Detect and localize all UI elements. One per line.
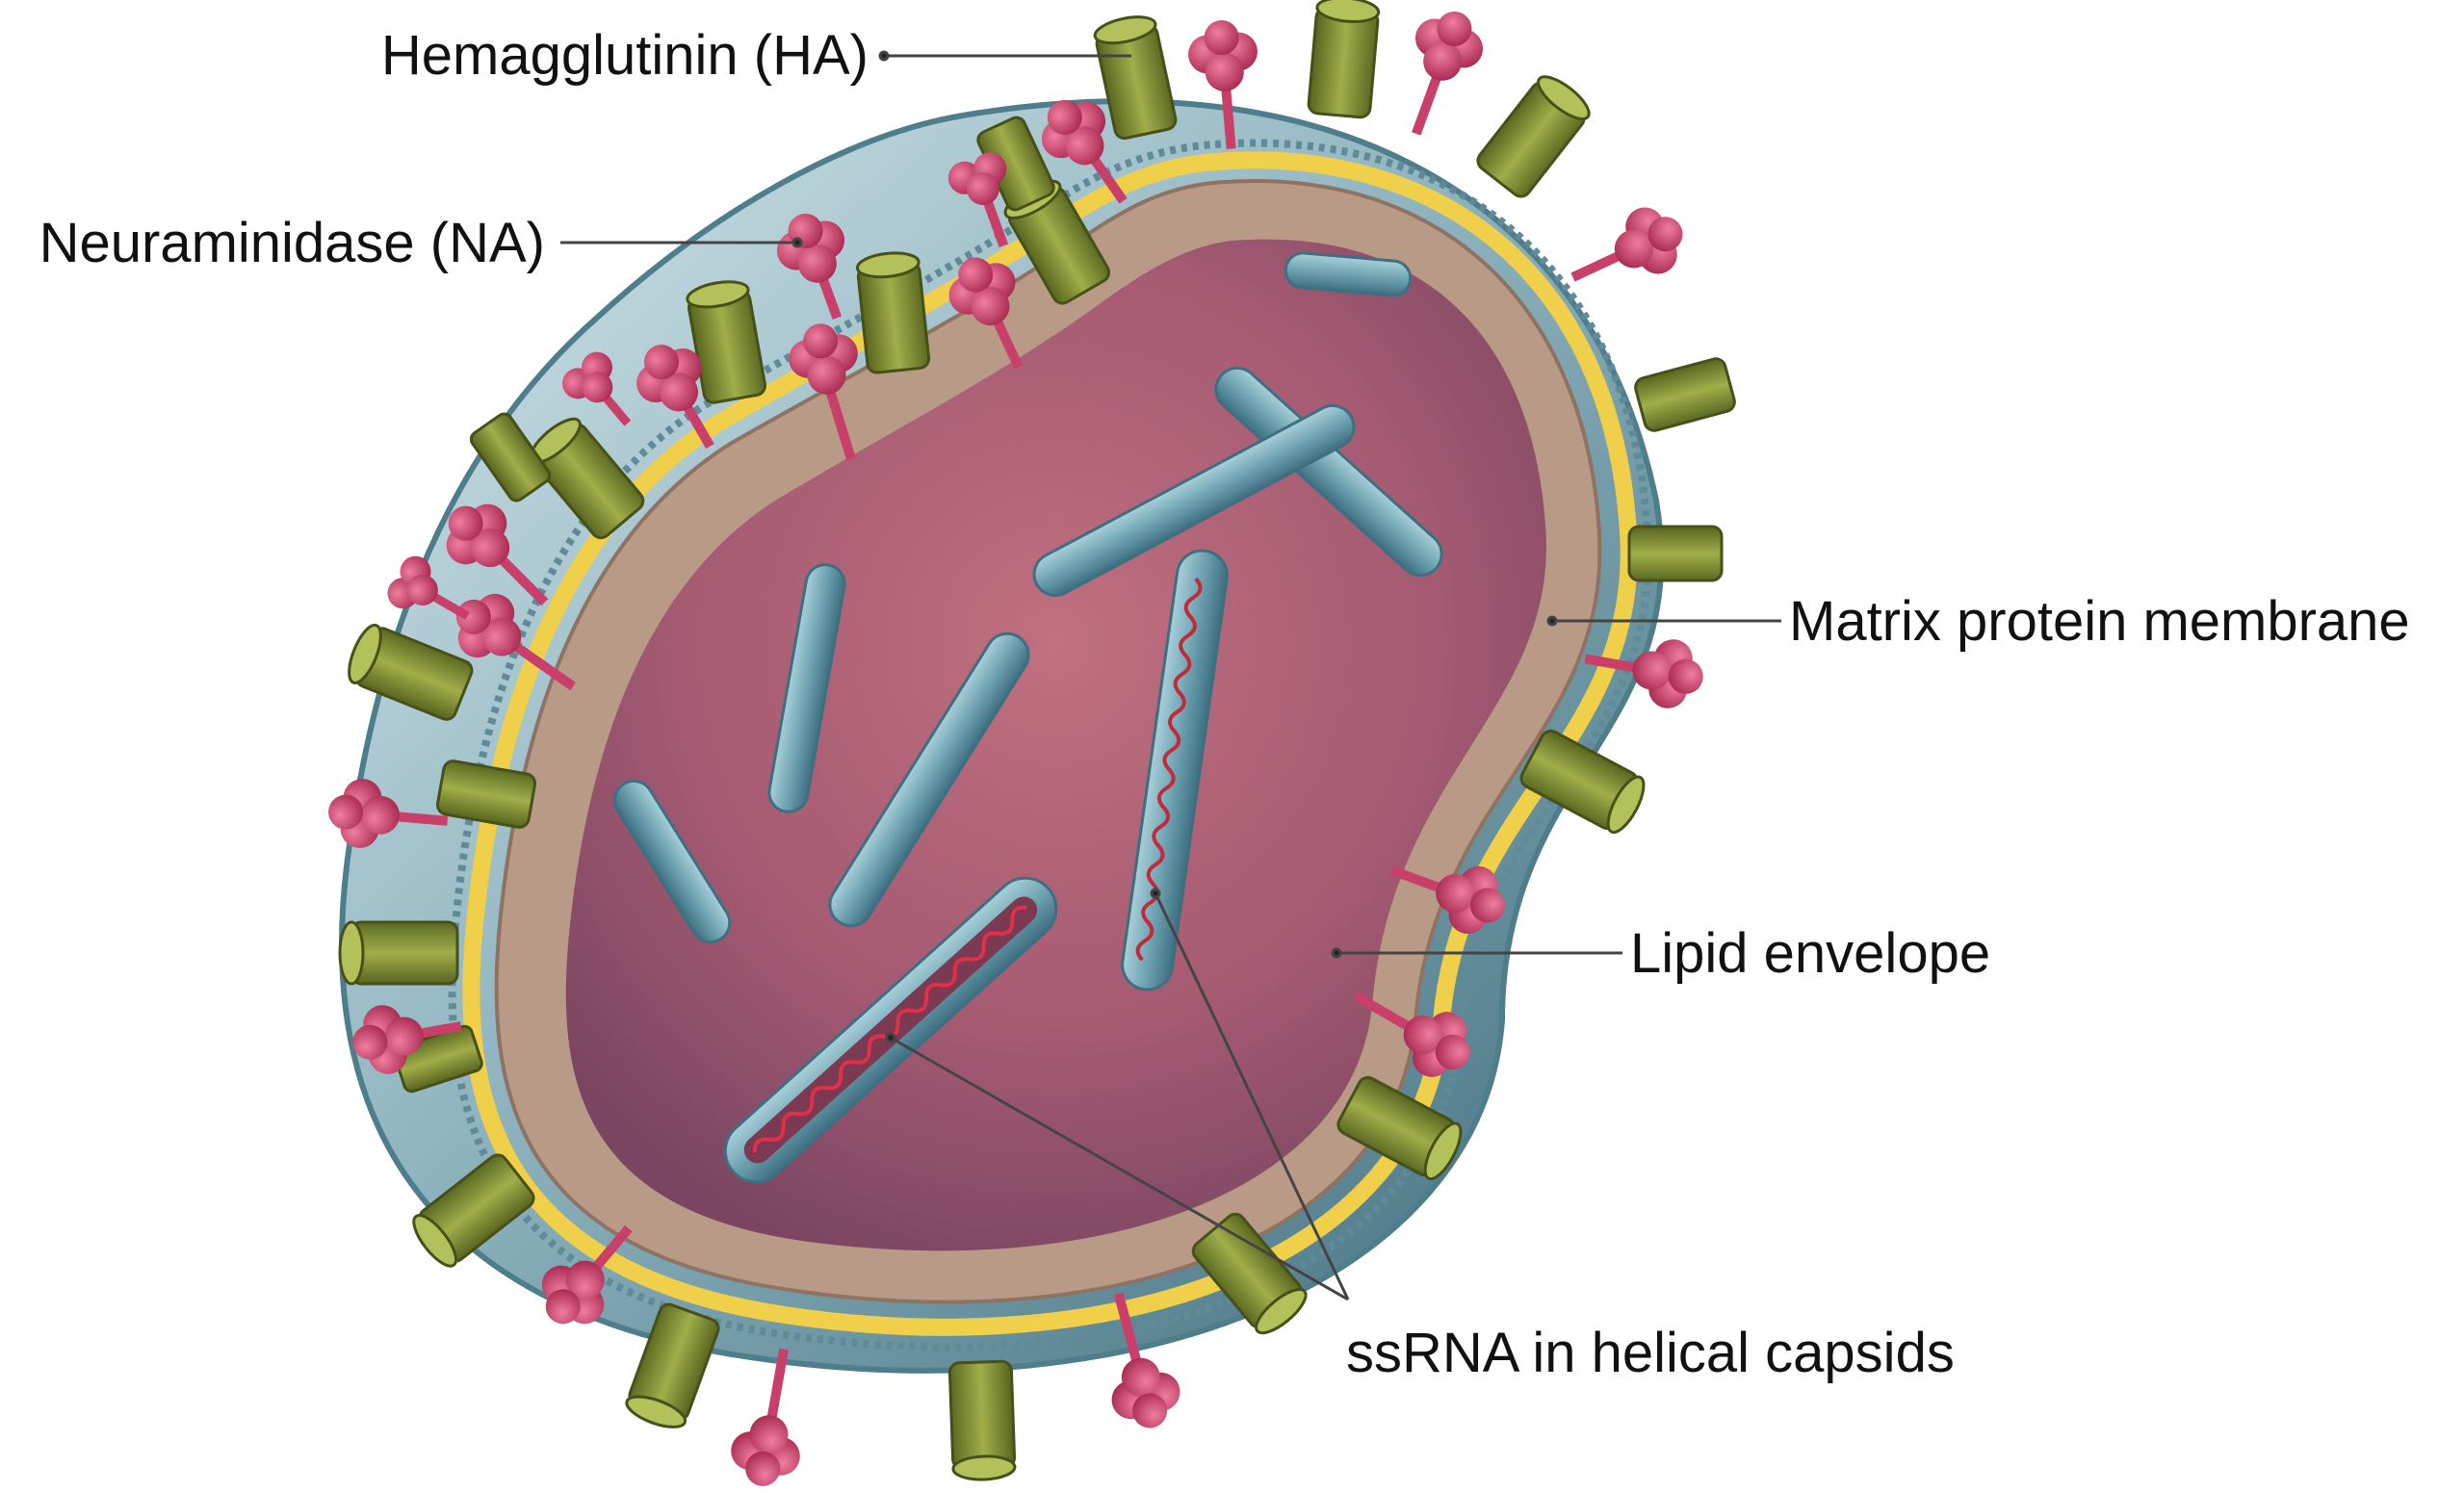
hemagglutinin-spike xyxy=(340,922,457,984)
label-hemagglutinin: Hemagglutinin (HA) xyxy=(381,24,869,87)
label-lipid-envelope: Lipid envelope xyxy=(1630,922,1990,985)
hemagglutinin-spike xyxy=(856,250,929,373)
hemagglutinin-spike xyxy=(1474,70,1595,201)
hemagglutinin-spike xyxy=(1629,527,1722,580)
hemagglutinin-spike xyxy=(1308,0,1379,118)
hemagglutinin-spike xyxy=(949,1361,1015,1480)
hemagglutinin-spike xyxy=(1633,357,1736,433)
neuraminidase-spike xyxy=(1384,1,1492,146)
neuraminidase-spike xyxy=(1558,195,1696,309)
label-ssrna: ssRNA in helical capsids xyxy=(1346,1322,1955,1384)
label-matrix-protein-membrane: Matrix protein membrane xyxy=(1789,590,2410,653)
label-neuraminidase: Neuraminidase (NA) xyxy=(39,212,545,274)
